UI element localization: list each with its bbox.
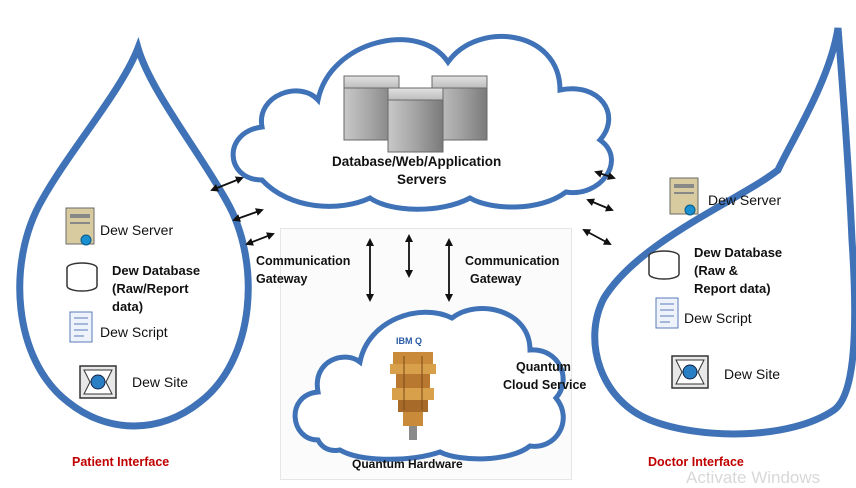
arrow-patient-cloud-1: [210, 176, 244, 192]
arrow-patient-cloud-3: [245, 232, 275, 246]
gateway-left-line2: Gateway: [256, 272, 308, 286]
quantum-hardware-icon: [390, 352, 436, 440]
gateway-right-line2: Gateway: [470, 272, 522, 286]
arrow-cloud-doctor-2: [586, 198, 614, 212]
patient-dew-database-line2: (Raw/Report: [112, 281, 189, 296]
doctor-dew-script-icon: [655, 297, 679, 329]
doctor-dew-database-line1: Dew Database: [694, 245, 783, 260]
doctor-interface-label: Doctor Interface: [648, 455, 744, 469]
arrow-patient-cloud-2: [232, 208, 264, 222]
patient-dew-database-line3: data): [112, 299, 144, 314]
patient-dew-server-label: Dew Server: [100, 222, 174, 238]
central-cloud-title-line2: Servers: [397, 172, 447, 187]
doctor-dew-site-icon: [671, 355, 709, 389]
patient-dew-database-line1: Dew Database: [112, 263, 201, 278]
doctor-dew-database-icon: [648, 250, 680, 280]
gateway-left-line1: Communication: [256, 254, 351, 268]
patient-dew-site-label: Dew Site: [132, 374, 189, 390]
doctor-dew-server-icon: [669, 177, 699, 216]
arrow-cloud-doctor-1: [594, 170, 616, 180]
doctor-dew-script-label: Dew Script: [684, 310, 752, 326]
ibm-q-logo: IBM Q: [396, 336, 422, 346]
patient-dew-script-label: Dew Script: [100, 324, 168, 340]
arrow-cloud-doctor-3: [582, 229, 612, 245]
doctor-dew-server-label: Dew Server: [708, 192, 782, 208]
patient-dew-site-icon: [79, 365, 117, 399]
doctor-drop: [591, 27, 856, 438]
patient-dew-database-icon: [66, 262, 98, 292]
quantum-service-line1: Quantum: [516, 360, 571, 374]
doctor-dew-site-label: Dew Site: [724, 366, 781, 382]
central-servers-icon: [343, 75, 488, 153]
patient-dew-server-icon: [65, 207, 95, 246]
quantum-service-line2: Cloud Service: [503, 378, 587, 392]
patient-interface-label: Patient Interface: [72, 455, 170, 469]
doctor-dew-database-line2: (Raw &: [694, 263, 739, 278]
gateway-right-line1: Communication: [465, 254, 560, 268]
doctor-dew-database-line3: Report data): [694, 281, 771, 296]
activate-windows-watermark: Activate Windows: [686, 468, 821, 487]
central-cloud-title-line1: Database/Web/Application: [332, 154, 502, 169]
patient-dew-script-icon: [69, 311, 93, 343]
quantum-hardware-label: Quantum Hardware: [352, 457, 463, 471]
